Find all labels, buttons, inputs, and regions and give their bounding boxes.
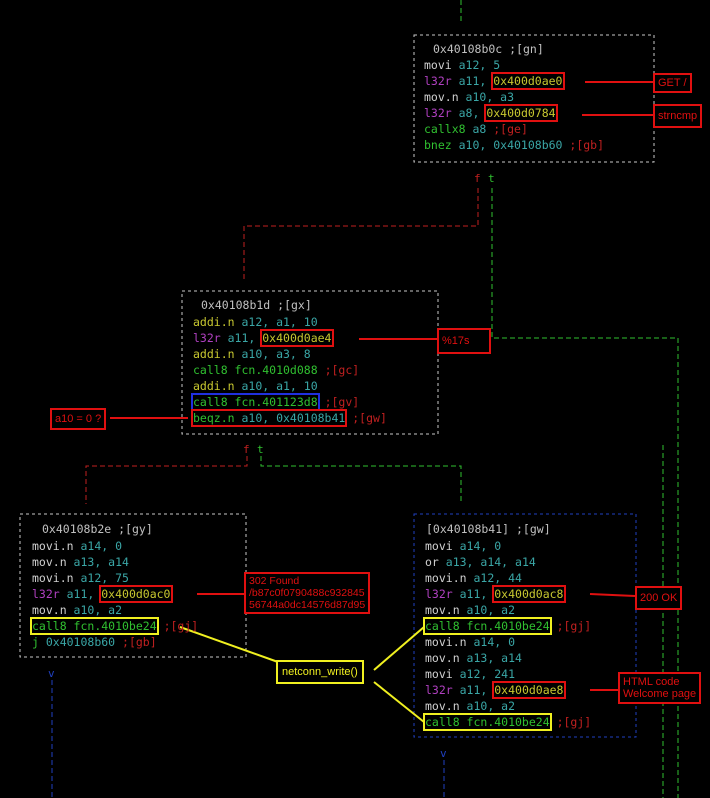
addr-html: 0x400d0ae8 bbox=[492, 681, 566, 699]
instr-row: bnez a10, 0x40108b60 ;[gb] bbox=[424, 138, 605, 152]
instr-row: or a13, a14, a14 bbox=[425, 555, 536, 569]
annotation-get: GET / bbox=[653, 73, 692, 93]
arrow-down-icon: v bbox=[48, 667, 55, 680]
call-401123d8: call8 fcn.401123d8 bbox=[191, 393, 320, 411]
edge-label-f: f bbox=[243, 443, 250, 456]
block-b41-border bbox=[413, 513, 637, 738]
edge-label-f: f bbox=[474, 172, 481, 185]
arrow-down-icon: v bbox=[440, 747, 447, 760]
instr-row: movi.n a14, 0 bbox=[425, 635, 516, 649]
instr-row: l32r a11, 0x400d0ae0 bbox=[424, 72, 565, 90]
addr-get: 0x400d0ae0 bbox=[491, 72, 565, 90]
block-b0c-title: 0x40108b0c ;[gn] bbox=[433, 42, 544, 56]
addr-strncmp: 0x400d0784 bbox=[484, 104, 558, 122]
instr-row: beqz.n a10, 0x40108b41 ;[gw] bbox=[190, 409, 387, 427]
conn-netconn-3 bbox=[373, 681, 425, 723]
instr-row: l32r a11, 0x400d0ac0 bbox=[32, 585, 173, 603]
instr-row: l32r a8, 0x400d0784 bbox=[424, 104, 558, 122]
instr-row: call8 fcn.4010be24 ;[gj] bbox=[30, 617, 199, 635]
instr-row: addi.n a10, a3, 8 bbox=[193, 347, 311, 361]
edge-b0c-true bbox=[491, 188, 679, 798]
instr-row: movi a12, 241 bbox=[425, 667, 516, 681]
annotation-200: 200 OK bbox=[635, 586, 683, 610]
instr-row: movi.n a12, 75 bbox=[32, 571, 129, 585]
edge-label-t: t bbox=[257, 443, 264, 456]
instr-row: addi.n a12, a1, 10 bbox=[193, 315, 318, 329]
instr-row: mov.n a10, a2 bbox=[32, 603, 123, 617]
edge-label-t: t bbox=[488, 172, 495, 185]
instr-row: mov.n a13, a14 bbox=[32, 555, 129, 569]
block-b41-title: [0x40108b41] ;[gw] bbox=[426, 522, 551, 536]
instr-row: l32r a11, 0x400d0ae4 bbox=[193, 329, 334, 347]
instr-row: addi.n a10, a1, 10 bbox=[193, 379, 318, 393]
annotation-302: 302 Found /b87c0f0790488c932845 56744a0d… bbox=[244, 572, 371, 614]
conn-200 bbox=[589, 593, 636, 597]
annotation-html: HTML code Welcome page bbox=[618, 672, 702, 704]
block-b2e-title: 0x40108b2e ;[gy] bbox=[42, 522, 153, 536]
instr-row: call8 fcn.401123d8 ;[gv] bbox=[191, 393, 360, 411]
instr-row: mov.n a10, a3 bbox=[424, 90, 515, 104]
instr-row: movi a14, 0 bbox=[425, 539, 502, 553]
annotation-a10: a10 = 0 ? bbox=[50, 408, 107, 430]
instr-row: movi.n a12, 44 bbox=[425, 571, 522, 585]
instr-row: callx8 a8 ;[ge] bbox=[424, 122, 528, 136]
addr-302: 0x400d0ac0 bbox=[99, 585, 173, 603]
instr-row: l32r a11, 0x400d0ac8 bbox=[425, 585, 566, 603]
instr-row: movi.n a14, 0 bbox=[32, 539, 123, 553]
annotation-fmt: %17s bbox=[437, 328, 491, 354]
instr-row: mov.n a13, a14 bbox=[425, 651, 522, 665]
instr-row: mov.n a10, a2 bbox=[425, 603, 516, 617]
edge-b1d-false bbox=[85, 456, 248, 504]
instr-row: mov.n a10, a2 bbox=[425, 699, 516, 713]
instr-row: j 0x40108b60 ;[gb] bbox=[32, 635, 157, 649]
instr-row: movi a12, 5 bbox=[424, 58, 501, 72]
instr-row: call8 fcn.4010d088 ;[gc] bbox=[193, 363, 360, 377]
instr-row: l32r a11, 0x400d0ae8 bbox=[425, 681, 566, 699]
beqz-highlight: beqz.n a10, 0x40108b41 bbox=[190, 409, 348, 427]
edge-b0c-false bbox=[243, 188, 479, 280]
addr-200: 0x400d0ac8 bbox=[492, 585, 566, 603]
conn-netconn-2 bbox=[373, 626, 425, 671]
call-be24: call8 fcn.4010be24 bbox=[30, 617, 159, 635]
instr-row: call8 fcn.4010be24 ;[gj] bbox=[423, 713, 592, 731]
block-b2e-border bbox=[19, 513, 247, 658]
block-b1d-title: 0x40108b1d ;[gx] bbox=[201, 298, 312, 312]
conn-netconn-1 bbox=[179, 626, 279, 663]
annotation-strncmp: strncmp bbox=[653, 104, 703, 128]
call-be24: call8 fcn.4010be24 bbox=[423, 617, 552, 635]
call-be24: call8 fcn.4010be24 bbox=[423, 713, 552, 731]
block-b1d-border bbox=[181, 290, 439, 435]
instr-row: call8 fcn.4010be24 ;[gj] bbox=[423, 617, 592, 635]
annotation-netconn: netconn_write() bbox=[276, 660, 364, 684]
edge-b1d-true bbox=[260, 456, 462, 504]
block-b0c-border bbox=[413, 34, 655, 163]
addr-fmt: 0x400d0ae4 bbox=[260, 329, 334, 347]
